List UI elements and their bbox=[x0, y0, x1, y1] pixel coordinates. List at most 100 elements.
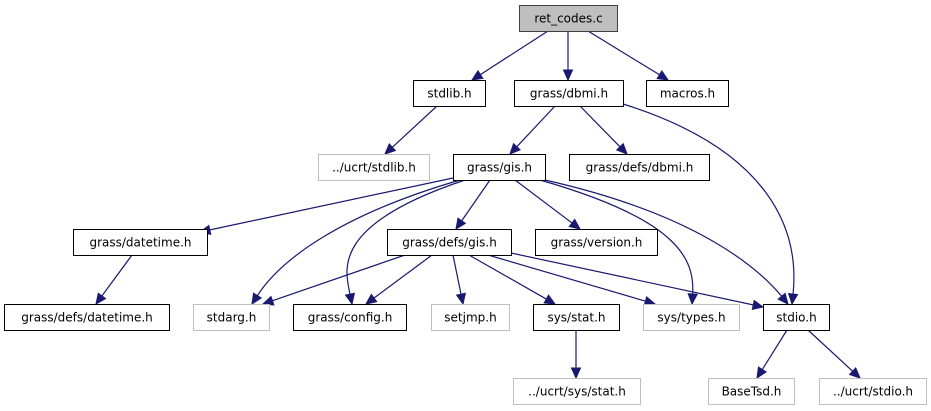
node-label: sys/types.h bbox=[657, 311, 725, 325]
node-stdio-h[interactable]: stdio.h bbox=[763, 304, 830, 331]
node-label: grass/version.h bbox=[551, 236, 643, 250]
edge-line bbox=[256, 179, 461, 297]
node-label: grass/datetime.h bbox=[89, 236, 191, 250]
node-box bbox=[387, 229, 512, 256]
edge-grass_gis_h-to-grass_version_h bbox=[514, 179, 581, 230]
node-box bbox=[533, 304, 620, 331]
edge-line bbox=[479, 30, 549, 76]
node-ucrt-stdlib-h: ../ucrt/stdlib.h bbox=[318, 154, 430, 181]
node-label: grass/gis.h bbox=[467, 161, 532, 175]
arrowhead-icon bbox=[777, 292, 789, 305]
node-label: BaseTsd.h bbox=[722, 385, 782, 399]
node-grass-dbmi-h[interactable]: grass/dbmi.h bbox=[514, 80, 624, 107]
edge-line bbox=[487, 254, 647, 303]
arrowhead-icon bbox=[365, 293, 378, 305]
node-label: stdlib.h bbox=[427, 87, 471, 101]
node-label: setjmp.h bbox=[444, 311, 496, 325]
edge-line bbox=[539, 179, 694, 296]
arrowhead-icon bbox=[756, 366, 768, 380]
nodes-layer: ret_codes.c stdlib.h grass/dbmi.h macros.h.… bbox=[4, 5, 927, 405]
edge-line bbox=[468, 254, 548, 301]
edge-grass_gis_h-to-grass_defs_gis_h bbox=[455, 179, 491, 231]
node-box bbox=[708, 378, 795, 405]
node-basetsd-h: BaseTsd.h bbox=[708, 378, 795, 405]
edge-line bbox=[452, 254, 462, 296]
edge-stdlib_h-to-ucrt_stdlib_h bbox=[384, 105, 438, 155]
node-sys-stat-h[interactable]: sys/stat.h bbox=[533, 304, 620, 331]
edge-grass_defs_gis_h-to-stdio_h bbox=[510, 252, 765, 310]
edge-grass_gis_h-to-grass_config_h bbox=[344, 179, 466, 306]
edge-grass_dbmi_h-to-grass_defs_dbmi_h bbox=[579, 105, 628, 155]
arrowhead-icon bbox=[344, 292, 356, 306]
node-label: ../ucrt/stdlib.h bbox=[332, 161, 416, 175]
node-box bbox=[513, 378, 641, 405]
node-box bbox=[73, 229, 208, 256]
node-box bbox=[643, 304, 740, 331]
node-label: ../ucrt/sys/stat.h bbox=[528, 385, 626, 399]
arrowhead-icon bbox=[787, 292, 799, 306]
arrowhead-icon bbox=[455, 292, 467, 306]
edges-layer bbox=[95, 30, 861, 380]
edge-line bbox=[391, 105, 438, 149]
node-label: ../ucrt/stdio.h bbox=[833, 385, 913, 399]
node-ucrt-sys-stat-h: ../ucrt/sys/stat.h bbox=[513, 378, 641, 405]
node-stdlib-h[interactable]: stdlib.h bbox=[413, 80, 486, 107]
arrowhead-icon bbox=[751, 299, 765, 310]
edge-line bbox=[761, 329, 788, 371]
arrowhead-icon bbox=[384, 143, 397, 155]
edge-grass_gis_h-to-sys_types_h bbox=[539, 179, 698, 306]
node-box bbox=[193, 304, 270, 331]
node-ucrt-stdio-h: ../ucrt/stdio.h bbox=[819, 378, 927, 405]
node-stdarg-h: stdarg.h bbox=[193, 304, 270, 331]
node-box bbox=[569, 154, 710, 181]
node-box bbox=[318, 154, 430, 181]
node-macros-h[interactable]: macros.h bbox=[646, 80, 729, 107]
node-grass-gis-h[interactable]: grass/gis.h bbox=[453, 154, 546, 181]
edge-grass_datetime_h-to-grass_defs_datetime_h bbox=[95, 254, 133, 305]
node-ret-codes-c[interactable]: ret_codes.c bbox=[519, 5, 618, 32]
node-setjmp-h: setjmp.h bbox=[431, 304, 510, 331]
node-label: grass/defs/dbmi.h bbox=[586, 161, 694, 175]
arrowhead-icon bbox=[687, 293, 698, 306]
node-grass-config-h[interactable]: grass/config.h bbox=[293, 304, 407, 331]
edge-line bbox=[271, 254, 406, 302]
node-grass-defs-datetime-h[interactable]: grass/defs/datetime.h bbox=[4, 304, 170, 331]
edge-line bbox=[515, 105, 556, 148]
edge-grass_gis_h-to-stdio_h bbox=[544, 179, 789, 305]
edge-grass_defs_gis_h-to-sys_stat_h bbox=[468, 254, 557, 305]
edge-sys_stat_h-to-ucrt_sys_stat_h bbox=[570, 330, 582, 380]
node-box bbox=[293, 304, 407, 331]
arrowhead-icon bbox=[568, 218, 581, 230]
edge-grass_defs_gis_h-to-setjmp_h bbox=[452, 254, 467, 306]
edge-line bbox=[510, 252, 755, 306]
arrowhead-icon bbox=[570, 367, 582, 380]
node-label: grass/config.h bbox=[308, 311, 393, 325]
edge-line bbox=[579, 105, 622, 148]
arrowhead-icon bbox=[615, 142, 628, 155]
arrowhead-icon bbox=[509, 142, 522, 155]
node-grass-defs-dbmi-h[interactable]: grass/defs/dbmi.h bbox=[569, 154, 710, 181]
arrowhead-icon bbox=[470, 69, 484, 81]
arrowhead-icon bbox=[848, 367, 861, 379]
node-label: ret_codes.c bbox=[534, 12, 602, 26]
arrowhead-icon bbox=[543, 294, 557, 305]
node-grass-version-h[interactable]: grass/version.h bbox=[535, 229, 658, 256]
arrowhead-icon bbox=[562, 69, 574, 82]
node-grass-datetime-h[interactable]: grass/datetime.h bbox=[73, 229, 208, 256]
node-box bbox=[413, 80, 486, 107]
edge-stdio_h-to-basetsd_h bbox=[756, 329, 788, 380]
node-label: grass/defs/datetime.h bbox=[21, 311, 153, 325]
edge-ret_codes_c-to-macros_h bbox=[587, 30, 670, 81]
node-grass-defs-gis-h[interactable]: grass/defs/gis.h bbox=[387, 229, 512, 256]
edge-stdio_h-to-ucrt_stdio_h bbox=[807, 329, 861, 379]
edge-line bbox=[544, 179, 783, 298]
edge-line bbox=[208, 177, 454, 231]
edge-grass_gis_h-to-grass_datetime_h bbox=[198, 177, 454, 235]
edge-line bbox=[100, 254, 133, 298]
node-label: macros.h bbox=[660, 87, 715, 101]
edge-grass_defs_gis_h-to-grass_config_h bbox=[365, 254, 433, 305]
edge-line bbox=[622, 103, 795, 296]
edge-ret_codes_c-to-stdlib_h bbox=[470, 30, 549, 81]
node-box bbox=[4, 304, 170, 331]
node-box bbox=[431, 304, 510, 331]
